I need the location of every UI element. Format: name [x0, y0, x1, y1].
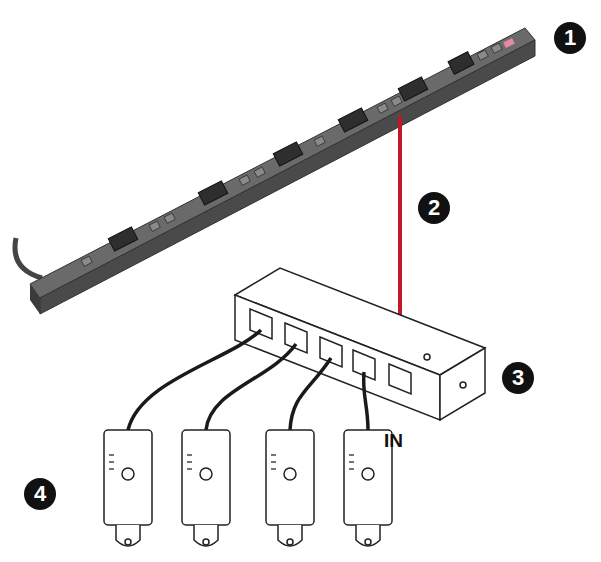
power-cord: [15, 238, 42, 278]
sensor-leds: [109, 455, 354, 469]
hub-ports: [250, 309, 411, 394]
sensors: [104, 430, 392, 546]
callout-number: 4: [24, 478, 56, 510]
sensor-hub: [235, 268, 485, 420]
callout-number: 2: [418, 192, 450, 224]
sensor-cables: [128, 330, 368, 430]
pdu-small-outlets: [81, 43, 502, 266]
port-label: IN: [384, 430, 403, 452]
callout-number: 1: [554, 22, 586, 54]
pdu-outlets: [108, 52, 474, 251]
callout-number: 3: [502, 362, 534, 394]
